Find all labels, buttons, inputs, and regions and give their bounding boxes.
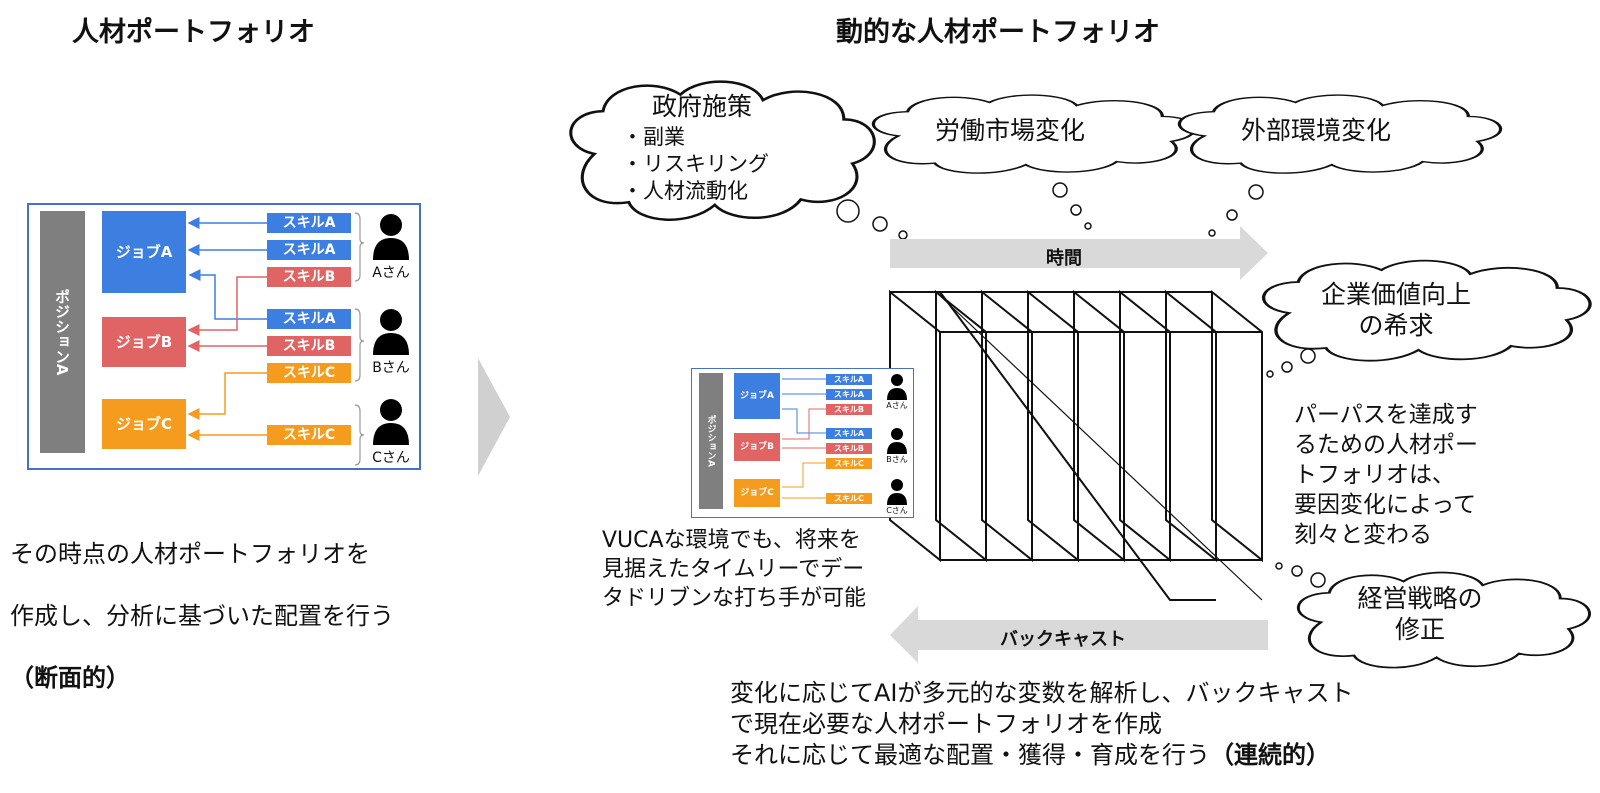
strategy-revision-line2: 修正: [1394, 615, 1445, 644]
strategy-revision-label: 経営戦略の 修正: [1320, 583, 1520, 645]
position-matrix-large: ポジションA ジョブA ジョブB ジョブC スキルA スキルA スキルB スキル…: [27, 203, 421, 470]
bottom-line3-wrap: それに応じて最適な配置・獲得・育成を行う（連続的）: [730, 740, 1354, 771]
skill-c-1: スキルC: [267, 363, 351, 383]
bottom-line3: それに応じて最適な配置・獲得・育成を行う: [730, 741, 1210, 769]
skill-a-1-small: スキルA: [826, 374, 872, 385]
bottom-description: 変化に応じてAIが多元的な変数を解析し、バックキャスト で現在必要な人材ポートフ…: [730, 678, 1354, 771]
left-description: その時点の人材ポートフォリオを 作成し、分析に基づいた配置を行う （断面的）: [10, 508, 394, 725]
person-b-icon: [373, 309, 409, 355]
government-policy-item: ・人材流動化: [622, 179, 748, 203]
labor-market-label: 労働市場変化: [934, 116, 1085, 145]
government-policy-title: 政府施策: [651, 92, 752, 121]
thought-bubbles: [836, 182, 1326, 588]
job-c-small: ジョブC: [734, 479, 780, 507]
bottom-line2: で現在必要な人材ポートフォリオを作成: [730, 710, 1162, 738]
person-c-small-icon: [887, 479, 907, 505]
vuca-text: VUCAな環境でも、将来を 見据えたタイムリーでデー タドリブンな打ち手が可能: [602, 526, 867, 613]
skill-a-3: スキルA: [267, 309, 351, 329]
skill-a-1: スキルA: [267, 213, 351, 233]
government-policy-items: ・副業 ・リスキリング ・人材流動化: [622, 124, 769, 205]
backcast-arrow: [890, 606, 1268, 663]
person-b-small-icon: [887, 428, 907, 454]
skill-b-2: スキルB: [267, 336, 351, 356]
position-bar: ポジションA: [40, 211, 85, 453]
government-policy-item: ・副業: [622, 125, 685, 149]
person-a-icon: [373, 214, 409, 260]
skill-c-2-small: スキルC: [826, 493, 872, 504]
person-b-small-label: Bさん: [886, 455, 908, 464]
purpose-text: パーパスを達成す るための人材ポー トフォリオは、 要因変化によって 刻々と変わ…: [1294, 402, 1478, 548]
corporate-value-label: 企業価値向上 の希求: [1296, 279, 1496, 341]
skill-c-2: スキルC: [267, 425, 351, 445]
corporate-value-line2: の希求: [1358, 311, 1434, 340]
left-description-line1: その時点の人材ポートフォリオを: [10, 540, 370, 568]
person-c-icon: [373, 399, 409, 445]
matrix-connectors-small: [782, 374, 907, 505]
job-b-small: ジョブB: [734, 433, 780, 461]
skill-b-2-small: スキルB: [826, 443, 872, 454]
portfolio-planes: [889, 289, 1263, 601]
position-bar-small: ポジションA: [699, 373, 723, 509]
job-c: ジョブC: [102, 399, 186, 449]
right-title: 動的な人材ポートフォリオ: [836, 17, 1160, 48]
person-a-label: Aさん: [372, 265, 410, 281]
position-label: ポジションA: [53, 288, 71, 376]
skill-b-1-small: スキルB: [826, 404, 872, 415]
person-b-label: Bさん: [372, 360, 410, 376]
backcast-label: バックキャスト: [1000, 629, 1126, 650]
left-description-line2: 作成し、分析に基づいた配置を行う: [10, 602, 394, 630]
person-a-small-label: Aさん: [886, 401, 908, 410]
corporate-value-line1: 企業価値向上: [1320, 280, 1471, 309]
job-a-small: ジョブA: [734, 373, 780, 419]
skill-a-2: スキルA: [267, 240, 351, 260]
time-label: 時間: [1046, 248, 1082, 269]
strategy-revision-line1: 経営戦略の: [1357, 584, 1483, 613]
position-matrix-small: ポジションA ジョブA ジョブB ジョブC スキルA スキルA スキルB スキル…: [691, 368, 914, 518]
job-b: ジョブB: [102, 317, 186, 367]
job-a: ジョブA: [102, 211, 186, 293]
skill-a-3-small: スキルA: [826, 428, 872, 439]
skill-a-2-small: スキルA: [826, 389, 872, 400]
chevron-right-icon: [478, 358, 510, 476]
left-title: 人材ポートフォリオ: [72, 17, 315, 48]
skill-c-1-small: スキルC: [826, 458, 872, 469]
person-a-small-icon: [887, 374, 907, 400]
position-label-small: ポジションA: [705, 415, 716, 467]
bottom-tag: （連続的）: [1210, 741, 1330, 769]
government-policy-item: ・リスキリング: [622, 152, 769, 176]
matrix-connectors: [187, 212, 409, 466]
person-c-label: Cさん: [372, 450, 410, 466]
time-arrow: [890, 226, 1268, 280]
external-environment-label: 外部環境変化: [1240, 116, 1391, 145]
left-description-tag: （断面的）: [10, 664, 130, 692]
person-c-small-label: Cさん: [886, 506, 908, 515]
bottom-line1: 変化に応じてAIが多元的な変数を解析し、バックキャスト: [730, 679, 1354, 707]
skill-b-1: スキルB: [267, 267, 351, 287]
